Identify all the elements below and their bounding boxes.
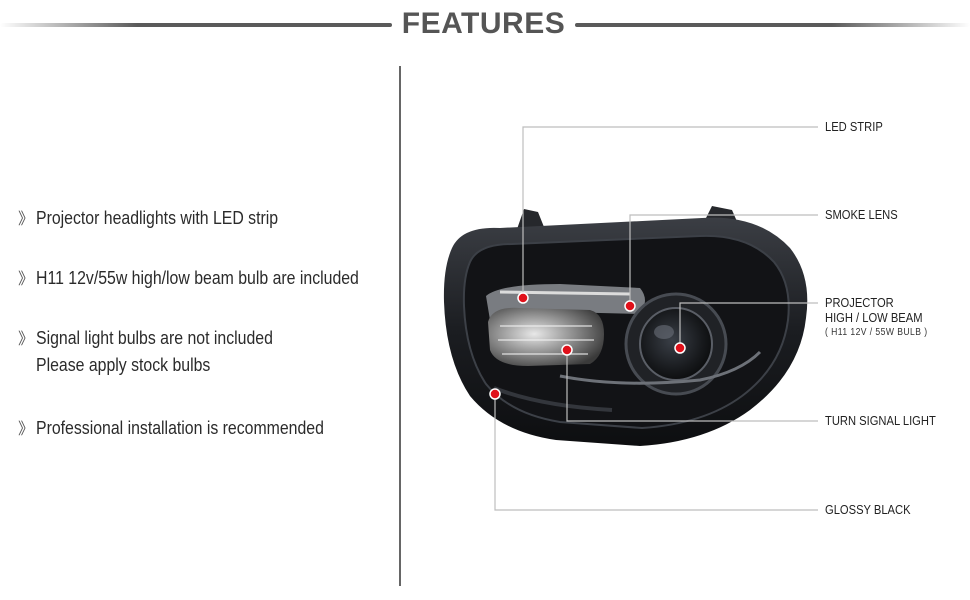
feature-text: Projector headlights with LED strip (36, 208, 279, 228)
leader-lines (494, 126, 818, 511)
marker-led-strip (517, 292, 529, 304)
vertical-divider (399, 66, 401, 586)
feature-text: Signal light bulbs are not included (36, 328, 273, 348)
feature-subtext: Please apply stock bulbs (36, 355, 211, 375)
double-chevron-right-icon: 》 (18, 331, 35, 348)
lower-trim (559, 350, 762, 385)
double-chevron-right-icon: 》 (18, 271, 35, 288)
marker-glossy-black (489, 388, 501, 400)
led-strip (499, 290, 631, 296)
feature-item: 》H11 12v/55w high/low beam bulb are incl… (18, 265, 403, 289)
callout-smoke-lens: SMOKE LENS (825, 207, 898, 222)
callout-projector-line2: HIGH / LOW BEAM (825, 310, 923, 325)
turn-signal-ribs (498, 325, 594, 355)
page-title: FEATURES (401, 7, 566, 40)
feature-item: 》Projector headlights with LED strip (18, 205, 311, 229)
projector-glint (654, 325, 674, 339)
double-chevron-right-icon: 》 (18, 211, 35, 228)
double-chevron-right-icon: 》 (18, 421, 35, 438)
leader-smoke-lens (629, 214, 818, 306)
callout-projector-note: ( H11 12V / 55W BULB ) (825, 327, 928, 338)
marker-projector (674, 342, 686, 354)
callout-turn-signal: TURN SIGNAL LIGHT (825, 413, 936, 428)
callout-projector-line1: PROJECTOR (825, 295, 894, 310)
callout-led-strip: LED STRIP (825, 119, 883, 134)
marker-smoke-lens (624, 300, 636, 312)
leader-turn-signal (566, 350, 818, 422)
header-rule-right (575, 23, 970, 27)
leader-led-strip (522, 126, 818, 298)
callout-markers (489, 292, 686, 400)
marker-turn-signal (561, 344, 573, 356)
header-rule-left (0, 23, 392, 27)
leader-glossy-black (494, 394, 818, 511)
callout-projector: PROJECTOR HIGH / LOW BEAM ( H11 12V / 55… (825, 295, 928, 340)
features-header: FEATURES (0, 0, 970, 52)
feature-text: H11 12v/55w high/low beam bulb are inclu… (36, 268, 359, 288)
glossy-black-lip (493, 386, 613, 412)
feature-text: Professional installation is recommended (36, 418, 324, 438)
feature-item: 》Signal light bulbs are not included Ple… (18, 325, 305, 375)
callout-glossy-black: GLOSSY BLACK (825, 502, 911, 517)
turn-signal-lens (488, 307, 604, 366)
leader-projector (679, 302, 818, 348)
feature-item: 》Professional installation is recommende… (18, 415, 363, 439)
